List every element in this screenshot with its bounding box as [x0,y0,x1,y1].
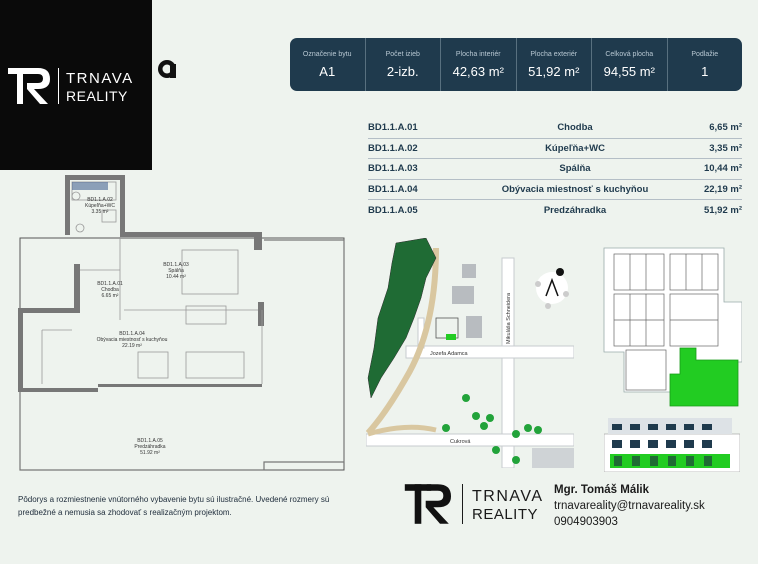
brand-line1: TRNAVA [66,70,134,87]
summary-label: Počet izieb [385,50,420,58]
plan-bath-code: BD1.1.A.02 [87,197,113,203]
summary-value: 42,63 m² [452,63,504,79]
site-plan [600,242,742,410]
summary-value: 1 [701,63,709,79]
map-street-schneidera: Mikuláša Schneidera [506,292,512,344]
plan-bath-name: Kúpeľňa+WC [85,203,115,209]
summary-cell: Podlažie 1 [668,38,743,91]
footer-brand-line2: REALITY [472,506,539,523]
map-street-cukrova: Cukrová [450,439,471,445]
room-row: BD1.1.A.03 Spálňa 10,44 m² [368,159,742,180]
plan-garden-name: Predzáhradka [134,444,165,450]
plan-living-code: BD1.1.A.04 [119,331,145,337]
room-name: Spálňa [559,163,591,175]
building-elevation [604,418,740,472]
room-row: BD1.1.A.01 Chodba 6,65 m² [368,118,742,139]
summary-value: A1 [319,63,336,79]
room-area: 10,44 m² [703,163,742,175]
room-name: Chodba [557,122,593,134]
room-area: 6,65 m² [709,122,742,134]
floor-plan: BD1.1.A.02 Kúpeľňa+WC 3.35 m² BD1.1.A.01… [18,175,345,471]
plan-bed-name: Spálňa [168,268,184,274]
summary-label: Celková plocha [605,50,654,58]
brand-logo-block: TRNAVA REALITY [0,0,152,170]
plan-living-area: 22.19 m² [122,343,142,349]
room-table: BD1.1.A.01 Chodba 6,65 m² BD1.1.A.02 Kúpeľň… [368,118,742,221]
plan-bed-code: BD1.1.A.03 [163,262,189,268]
room-name: Obývacia miestnosť s kuchyňou [501,184,649,196]
agent-email[interactable]: trnavareality@trnavareality.sk [554,500,705,512]
plan-bed-area: 10.44 m² [166,274,186,280]
summary-value: 94,55 m² [603,63,655,79]
letter-a-icon [158,60,176,78]
brand-line2: REALITY [66,88,128,104]
plan-garden-area: 51.92 m² [140,450,160,456]
room-name: Kúpeľňa+WC [545,142,605,154]
footer-brand-line1: TRNAVA [472,488,544,505]
map-street-adamca: Jozefa Adamca [430,351,469,357]
summary-cell: Plocha exteriér 51,92 m² [517,38,592,91]
logo-divider [58,68,59,104]
room-area: 51,92 m² [703,205,742,217]
disclaimer-text: Pôdorys a rozmiestnenie vnútorného vybav… [18,495,330,517]
summary-cell: Celková plocha 94,55 m² [592,38,668,91]
agent-contact: Mgr. Tomáš Málik trnavareality@trnavarea… [554,482,705,530]
plan-bath-area: 3.35 m² [92,209,109,215]
room-area: 3,35 m² [709,142,742,154]
room-row: BD1.1.A.05 Predzáhradka 51,92 m² [368,200,742,221]
location-map: Jozefa Adamca Cukrová Mikuláša Schneider… [366,238,574,468]
summary-value: 2-izb. [386,63,419,79]
room-name: Predzáhradka [543,205,607,217]
room-code: BD1.1.A.05 [368,205,418,217]
plan-hall-name: Chodba [101,287,119,293]
plan-living-name: Obývacia miestnosť s kuchyňou [97,337,168,343]
room-row: BD1.1.A.04 Obývacia miestnosť s kuchyňou 2… [368,180,742,201]
room-code: BD1.1.A.04 [368,184,418,196]
plan-hall-code: BD1.1.A.01 [97,281,123,287]
compass-icon [535,268,569,309]
room-code: BD1.1.A.02 [368,142,418,154]
agent-phone[interactable]: 0904903903 [554,516,618,528]
summary-label: Plocha exteriér [530,50,578,58]
summary-label: Označenie bytu [302,50,352,58]
summary-cell: Plocha interiér 42,63 m² [441,38,517,91]
plan-hall-area: 6.65 m² [102,293,119,299]
room-area: 22,19 m² [703,184,742,196]
summary-value: 51,92 m² [528,63,580,79]
plan-garden-code: BD1.1.A.05 [137,438,163,444]
footer-logo-divider [462,484,463,524]
summary-label: Plocha interiér [455,50,501,58]
agent-name: Mgr. Tomáš Málik [554,484,650,496]
room-code: BD1.1.A.03 [368,163,418,175]
summary-label: Podlažie [691,50,719,58]
tr-logo-icon [8,68,50,104]
room-row: BD1.1.A.02 Kúpeľňa+WC 3,35 m² [368,139,742,160]
tr-logo-icon [404,484,451,524]
room-code: BD1.1.A.01 [368,122,418,134]
summary-cell: Počet izieb 2-izb. [366,38,441,91]
